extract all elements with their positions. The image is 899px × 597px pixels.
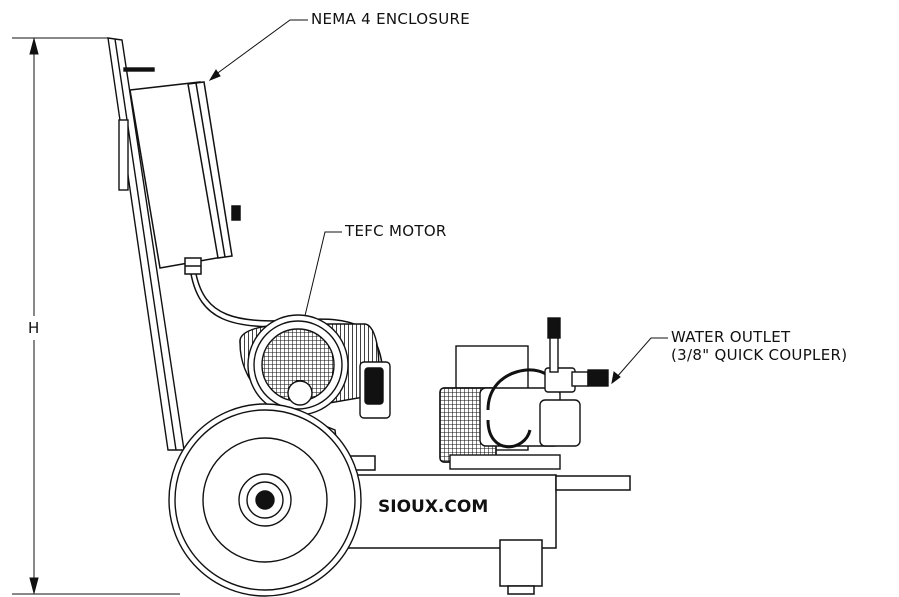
frame-upright [107, 37, 185, 451]
quick-coupler-label: (3/8" QUICK COUPLER) [671, 346, 848, 364]
base-frame [319, 455, 631, 595]
brand-logo: SIOUX.COM [378, 497, 488, 517]
height-dimension-label: H [28, 319, 40, 337]
water-outlet-label: WATER OUTLET [671, 328, 791, 346]
pump-assembly [439, 317, 609, 470]
nema-4-enclosure [129, 81, 241, 275]
height-dimension [12, 37, 180, 595]
wheel [168, 403, 362, 597]
tefc-motor-label: TEFC MOTOR [345, 222, 447, 240]
nema-4-enclosure-label: NEMA 4 ENCLOSURE [311, 10, 470, 28]
